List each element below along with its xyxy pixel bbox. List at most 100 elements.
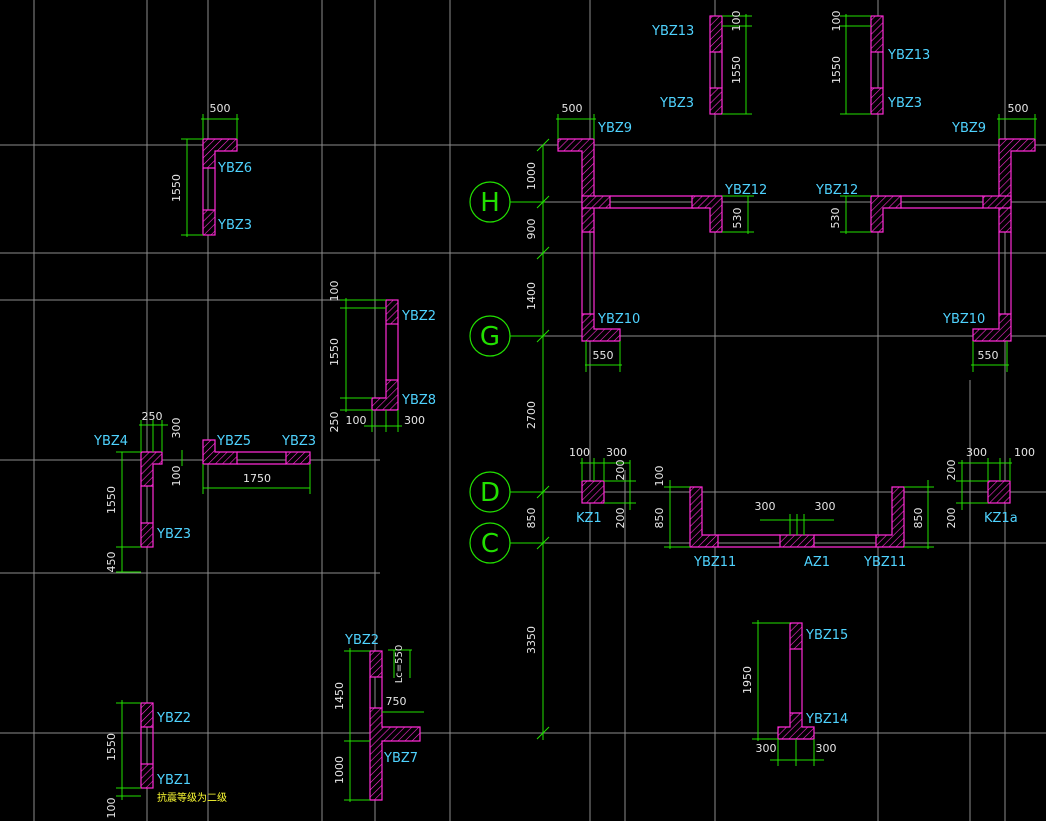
column-ybz2-bottom[interactable] bbox=[140, 702, 154, 764]
dim-500-ybz6: 500 bbox=[210, 102, 231, 115]
dim-3350: 3350 bbox=[525, 626, 538, 654]
dim-500-b: 500 bbox=[1008, 102, 1029, 115]
dim-100-kz1a: 100 bbox=[1014, 446, 1035, 459]
dim-1950: 1950 bbox=[741, 666, 754, 694]
label-ybz1: YBZ1 bbox=[156, 773, 191, 788]
label-kz1: KZ1 bbox=[576, 511, 602, 526]
dim-300-ybz8: 300 bbox=[404, 414, 425, 427]
label-ybz12-a: YBZ12 bbox=[724, 183, 767, 198]
column-ybz9-a[interactable] bbox=[557, 138, 694, 314]
axis-bubble-h: H bbox=[469, 181, 545, 223]
dim-550-a: 550 bbox=[593, 349, 614, 362]
label-ybz3-top-a: YBZ3 bbox=[659, 96, 694, 111]
dim-530-b: 530 bbox=[829, 208, 842, 229]
dim-850-left: 850 bbox=[525, 508, 538, 529]
axis-label-g: G bbox=[480, 322, 500, 352]
dim-550-b: 550 bbox=[978, 349, 999, 362]
dim-100-ybz4: 100 bbox=[170, 466, 183, 487]
column-ybz12-a[interactable] bbox=[691, 195, 723, 233]
dim-lc: Lc=550 bbox=[394, 645, 405, 684]
dim-100-top-b: 100 bbox=[830, 11, 843, 32]
column-ybz8[interactable] bbox=[371, 379, 399, 411]
label-ybz3-top-b: YBZ3 bbox=[887, 96, 922, 111]
column-ybz13-b[interactable] bbox=[870, 15, 884, 115]
column-ybz13-a[interactable] bbox=[709, 15, 723, 115]
column-ybz11-b[interactable] bbox=[875, 486, 905, 548]
column-ybz6[interactable] bbox=[202, 138, 238, 236]
label-ybz2-bottom: YBZ2 bbox=[156, 711, 191, 726]
label-ybz13-b: YBZ13 bbox=[887, 48, 930, 63]
axis-label-c: C bbox=[481, 529, 499, 559]
dim-100-ybz2: 100 bbox=[328, 281, 341, 302]
label-ybz4: YBZ4 bbox=[93, 434, 128, 449]
axis-bubble-d: D bbox=[469, 471, 545, 513]
dim-1000-ybz7: 1000 bbox=[333, 756, 346, 784]
label-ybz11-b: YBZ11 bbox=[863, 555, 906, 570]
label-ybz15: YBZ15 bbox=[805, 628, 848, 643]
dim-450: 450 bbox=[105, 552, 118, 573]
dim-850-ybz11: 850 bbox=[653, 508, 666, 529]
column-ybz9-b[interactable] bbox=[900, 138, 1036, 314]
label-ybz9-a: YBZ9 bbox=[597, 121, 632, 136]
column-kz1[interactable] bbox=[581, 480, 605, 504]
dim-300-kz1a: 300 bbox=[966, 446, 987, 459]
dim-300-az1-a: 300 bbox=[755, 500, 776, 513]
column-ybz2-low[interactable] bbox=[369, 650, 383, 708]
dim-1750: 1750 bbox=[243, 472, 271, 485]
axis-bubble-c: C bbox=[469, 522, 545, 564]
dim-2700: 2700 bbox=[525, 401, 538, 429]
dim-1550-ybz1: 1550 bbox=[105, 733, 118, 761]
dim-300-kz1: 300 bbox=[606, 446, 627, 459]
label-kz1a: KZ1a bbox=[984, 511, 1018, 526]
dim-1450: 1450 bbox=[333, 682, 346, 710]
dim-300-ybz4: 300 bbox=[170, 418, 183, 439]
wall-ybz11-az1 bbox=[718, 534, 876, 548]
dim-1550-top-b: 1550 bbox=[830, 56, 843, 84]
column-ybz1[interactable] bbox=[140, 763, 154, 789]
column-kz1a[interactable] bbox=[987, 480, 1011, 504]
column-ybz12-b[interactable] bbox=[870, 195, 902, 233]
axis-label-d: D bbox=[480, 478, 500, 508]
dim-200-kz1a: 200 bbox=[945, 460, 958, 481]
column-ybz7[interactable] bbox=[369, 707, 421, 801]
column-ybz15[interactable] bbox=[789, 622, 803, 713]
label-ybz3-lower: YBZ3 bbox=[156, 527, 191, 542]
dim-1000: 1000 bbox=[525, 162, 538, 190]
dim-1550-ybz2: 1550 bbox=[328, 338, 341, 366]
label-ybz10-b: YBZ10 bbox=[942, 312, 985, 327]
label-ybz5: YBZ5 bbox=[216, 434, 251, 449]
dim-300-ybz14-b: 300 bbox=[816, 742, 837, 755]
label-ybz2-low: YBZ2 bbox=[344, 633, 379, 648]
dim-100-ybz11: 100 bbox=[653, 466, 666, 487]
dim-1550-ybz6: 1550 bbox=[170, 174, 183, 202]
vertical-dimension-chain bbox=[536, 138, 550, 740]
dim-100-ybz8: 100 bbox=[346, 414, 367, 427]
label-ybz13-a: YBZ13 bbox=[651, 24, 694, 39]
label-ybz7: YBZ7 bbox=[383, 751, 418, 766]
dim-1550-top-a: 1550 bbox=[730, 56, 743, 84]
label-ybz3-left: YBZ3 bbox=[217, 218, 252, 233]
label-ybz12-b: YBZ12 bbox=[815, 183, 858, 198]
column-ybz5[interactable] bbox=[202, 439, 311, 465]
column-az1[interactable] bbox=[779, 534, 815, 548]
column-ybz4[interactable] bbox=[140, 451, 163, 548]
seismic-grade-note: 抗震等级为二级 bbox=[157, 791, 227, 804]
column-ybz11-a[interactable] bbox=[689, 486, 719, 548]
dim-300-ybz14-a: 300 bbox=[756, 742, 777, 755]
dim-200-kz1a-b: 200 bbox=[945, 508, 958, 529]
dim-500-a: 500 bbox=[562, 102, 583, 115]
column-ybz10-a[interactable] bbox=[581, 313, 621, 342]
label-ybz2-mid: YBZ2 bbox=[401, 309, 436, 324]
dim-200-kz1: 200 bbox=[614, 460, 627, 481]
dim-530-a: 530 bbox=[731, 208, 744, 229]
label-ybz14: YBZ14 bbox=[805, 712, 848, 727]
label-ybz9-b: YBZ9 bbox=[951, 121, 986, 136]
label-az1: AZ1 bbox=[804, 555, 830, 570]
dim-100-top-a: 100 bbox=[730, 11, 743, 32]
column-ybz2-mid[interactable] bbox=[385, 299, 399, 380]
dim-1400: 1400 bbox=[525, 282, 538, 310]
dim-100-ybz1: 100 bbox=[105, 798, 118, 819]
dim-850-ybz11-b: 850 bbox=[912, 508, 925, 529]
dim-250-ybz4: 250 bbox=[142, 410, 163, 423]
